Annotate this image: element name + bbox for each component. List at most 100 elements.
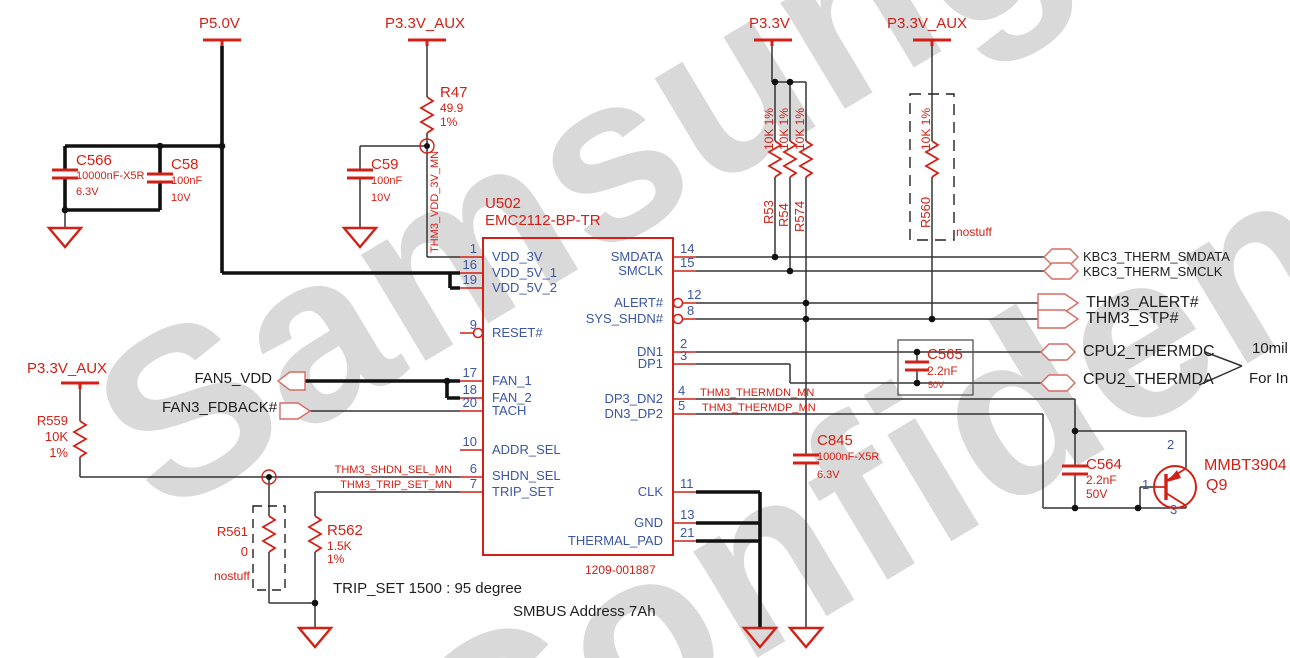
nostuff-box-r560 <box>909 93 955 241</box>
c566-ref: C566 <box>76 152 112 169</box>
res-r54 <box>782 140 798 178</box>
note-trip-set: TRIP_SET 1500 : 95 degree <box>333 580 523 597</box>
rail-p33v-aux-2: P3.3V_AUX <box>887 15 968 32</box>
port-fan3-fdback <box>279 402 312 420</box>
r559-value: 10K <box>44 429 68 444</box>
port-label-kbc3-smdata: KBC3_THERM_SMDATA <box>1083 249 1230 264</box>
gnd-c566 <box>46 226 84 249</box>
port-smclk <box>1043 262 1079 280</box>
pin-name-sys-shdn: SYS_SHDN# <box>585 311 663 326</box>
bubble-sys-shdn <box>672 313 684 325</box>
pin-num-17: 17 <box>462 365 477 380</box>
pin-name-vdd5v2: VDD_5V_2 <box>492 280 558 295</box>
pin-name-alert: ALERT# <box>614 295 663 310</box>
flag-p33v-aux-2 <box>913 38 951 46</box>
pin-name-smclk: SMCLK <box>618 263 663 278</box>
pin-name-shdnsel: SHDN_SEL <box>492 468 561 483</box>
c845-value: 1000nF-X5R <box>817 451 880 463</box>
wire-p5v-trunk <box>220 46 460 290</box>
r562-ref: R562 <box>327 522 363 539</box>
res-r559 <box>72 420 88 458</box>
pin-num-4: 4 <box>678 383 686 398</box>
rail-p33v-aux-1: P3.3V_AUX <box>385 15 466 32</box>
signal-wires <box>64 46 1243 628</box>
r560-note: nostuff <box>956 225 992 239</box>
power-flags <box>61 38 951 389</box>
c565-ref: C565 <box>927 346 963 363</box>
pin-name-fan2: FAN_2 <box>492 390 532 405</box>
gnd-ic <box>741 626 779 649</box>
transistor-q9 <box>1153 465 1197 509</box>
note-smbus: SMBUS Address 7Ah <box>513 603 656 620</box>
net-thm3-trip-set: THM3_TRIP_SET_MN <box>340 479 452 491</box>
cap-c845 <box>793 453 819 465</box>
gnd-r562 <box>296 626 334 649</box>
c58-rating: 10V <box>171 192 191 204</box>
pin-num-18: 18 <box>462 382 477 397</box>
nostuff-boxes <box>252 93 955 591</box>
pin-name-vdd5v1: VDD_5V_1 <box>492 265 558 280</box>
q9-part: MMBT3904 <box>1204 457 1287 474</box>
wire-c59 <box>359 145 427 228</box>
r561-ref: R561 <box>216 524 248 539</box>
port-label-fan5-vdd: FAN5_VDD <box>194 370 272 387</box>
port-thm3-stp <box>1037 309 1080 329</box>
r54-ref: R54 <box>776 203 791 227</box>
res-r560 <box>924 140 940 178</box>
rail-p33v: P3.3V <box>749 15 790 32</box>
c564-ref: C564 <box>1086 456 1122 473</box>
gnd-c845 <box>787 626 825 649</box>
wire-c566-c58 <box>63 144 222 212</box>
c59-ref: C59 <box>371 156 399 173</box>
wire-fan5-vdd <box>305 379 460 400</box>
pin-num-11: 11 <box>680 476 694 491</box>
r54-value: 10K 1% <box>777 107 791 150</box>
pin-num-7: 7 <box>469 476 477 491</box>
net-thm3-thermdp: THM3_THERMDP_MN <box>702 402 816 414</box>
pin-num-1: 1 <box>469 241 477 256</box>
wire-gnd-clk <box>696 490 762 628</box>
q9-pin1: 1 <box>1142 477 1150 492</box>
wire-alert-shdn <box>696 302 1038 320</box>
pin-name-vdd3v: VDD_3V <box>492 249 543 264</box>
wire-pullup-legs <box>774 177 807 628</box>
port-label-kbc3-smclk: KBC3_THERM_SMCLK <box>1083 264 1223 279</box>
cap-c58 <box>147 172 173 184</box>
pin-num-16: 16 <box>462 257 477 272</box>
pin-num-2: 2 <box>680 336 688 351</box>
res-r53 <box>767 140 783 178</box>
flag-p33v-aux-3 <box>61 381 99 389</box>
c565-box <box>897 339 974 396</box>
port-label-cpu2-thermda: CPU2_THERMDA <box>1083 371 1214 388</box>
port-fan5-vdd <box>276 371 306 391</box>
port-label-cpu2-thermdc: CPU2_THERMDC <box>1083 343 1215 360</box>
wire-note-pointer <box>1198 351 1243 386</box>
pin-stubs <box>460 256 696 542</box>
ic-ref: U502 <box>485 195 521 212</box>
wire-dn1-dp1 <box>696 351 1041 384</box>
wire-tripset <box>268 477 460 628</box>
pin-stubs-right <box>673 256 696 542</box>
rail-p33v-aux-3: P3.3V_AUX <box>27 360 108 377</box>
wire-smbus <box>696 256 1044 272</box>
r574-value: 10K 1% <box>793 107 807 150</box>
r560-ref: R560 <box>918 196 933 228</box>
ground-symbols <box>46 226 825 649</box>
pin-name-reset: RESET# <box>492 325 543 340</box>
pin-num-6: 6 <box>469 461 477 476</box>
ic-part: EMC2112-BP-TR <box>485 212 601 229</box>
junction-dots <box>61 78 1142 607</box>
r562-tol: 1% <box>327 552 345 566</box>
cap-c564 <box>1062 464 1088 476</box>
pin-name-clk: CLK <box>637 484 663 499</box>
wire-thermdn <box>696 398 1187 468</box>
r560-value: 10K 1% <box>919 107 933 150</box>
r47-value: 49.9 <box>440 101 464 115</box>
port-thermdc <box>1040 343 1076 361</box>
q9-pin3: 3 <box>1170 502 1178 517</box>
c564-rating: 50V <box>1086 487 1108 501</box>
r559-tol: 1% <box>49 445 68 460</box>
res-r47 <box>419 96 435 134</box>
